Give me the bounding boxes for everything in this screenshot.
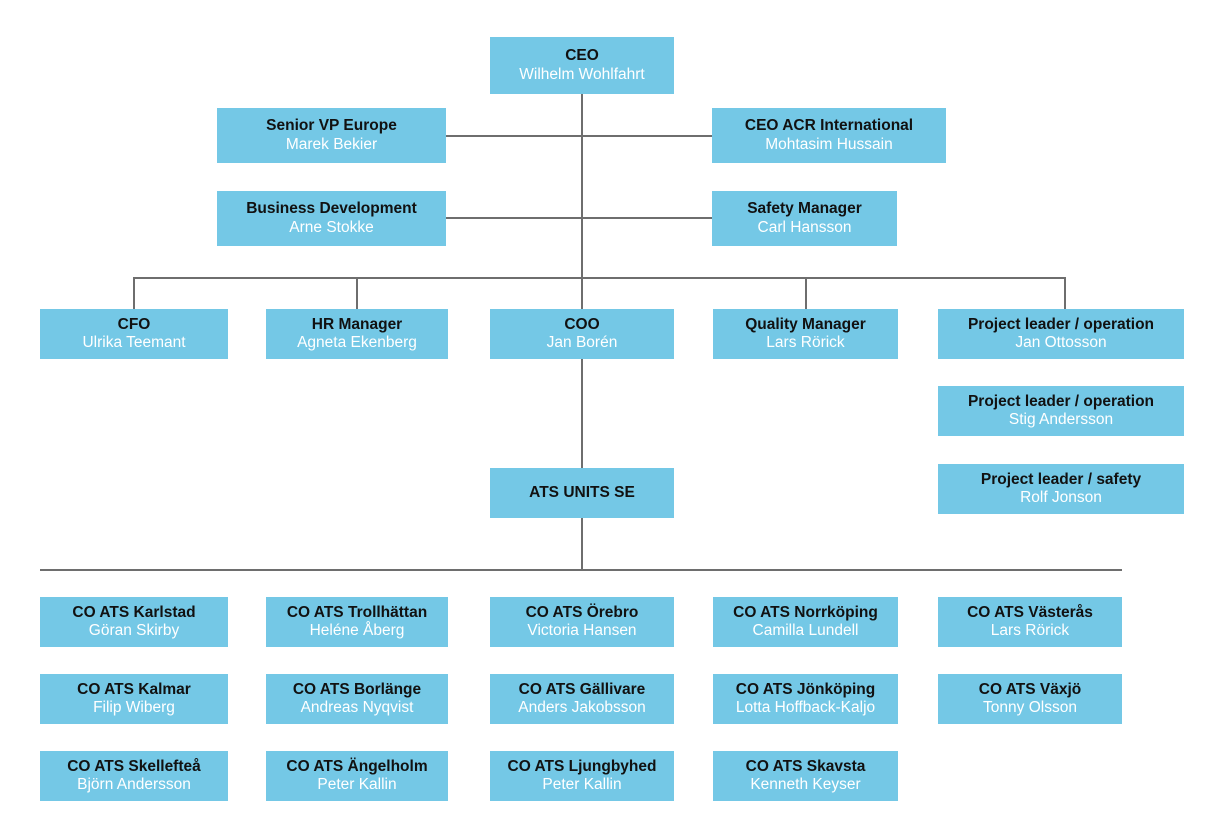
node-business-development[interactable]: Business Development Arne Stokke (217, 191, 446, 246)
node-title: Safety Manager (747, 200, 862, 218)
node-hr-manager[interactable]: HR Manager Agneta Ekenberg (266, 309, 448, 359)
node-safety-manager[interactable]: Safety Manager Carl Hansson (712, 191, 897, 246)
node-person: Peter Kallin (317, 776, 397, 793)
node-title: CO ATS Kalmar (77, 680, 191, 698)
node-person: Filip Wiberg (93, 699, 175, 716)
node-ceo-acr-international[interactable]: CEO ACR International Mohtasim Hussain (712, 108, 946, 163)
node-co-ats[interactable]: CO ATS Borlänge Andreas Nyqvist (266, 674, 448, 724)
node-person: Marek Bekier (285, 135, 378, 153)
node-title: CO ATS Örebro (525, 603, 639, 621)
node-co-ats[interactable]: CO ATS Gällivare Anders Jakobsson (490, 674, 674, 724)
node-title: CO ATS Växjö (978, 680, 1082, 698)
node-co-ats[interactable]: CO ATS Örebro Victoria Hansen (490, 597, 674, 647)
node-co-ats[interactable]: CO ATS Skellefteå Björn Andersson (40, 751, 228, 801)
node-ceo[interactable]: CEO Wilhelm Wohlfahrt (490, 37, 674, 94)
node-title: CO ATS Jönköping (735, 680, 876, 698)
connector-business-row (446, 217, 712, 219)
node-co-ats[interactable]: CO ATS Norrköping Camilla Lundell (713, 597, 898, 647)
node-title: CO ATS Trollhättan (286, 603, 428, 621)
node-coo[interactable]: COO Jan Borén (490, 309, 674, 359)
connector-drop-cfo (133, 277, 135, 309)
node-title: CO ATS Borlänge (292, 680, 422, 698)
node-senior-vp-europe[interactable]: Senior VP Europe Marek Bekier (217, 108, 446, 163)
connector-vp-row (446, 135, 712, 137)
node-person: Göran Skirby (88, 622, 180, 639)
node-co-ats[interactable]: CO ATS Ljungbyhed Peter Kallin (490, 751, 674, 801)
node-title: Quality Manager (745, 315, 866, 333)
node-title: CO ATS Norrköping (733, 603, 878, 621)
node-co-ats[interactable]: CO ATS Kalmar Filip Wiberg (40, 674, 228, 724)
node-person: Jan Borén (546, 334, 618, 351)
node-title: CEO ACR International (744, 117, 914, 135)
connector-drop-hr-manager (356, 277, 358, 309)
node-person: Arne Stokke (289, 218, 374, 236)
connector-drop-project-leader-operation (1064, 277, 1066, 309)
connector-management-bus (133, 277, 1065, 279)
node-title: CFO (117, 315, 151, 333)
node-title: Project leader / operation (967, 392, 1155, 410)
connector-drop-quality-manager (805, 277, 807, 309)
node-person: Ulrika Teemant (82, 334, 186, 351)
node-person: Carl Hansson (757, 218, 852, 236)
node-person: Lars Rörick (990, 622, 1070, 639)
node-co-ats[interactable]: CO ATS Växjö Tonny Olsson (938, 674, 1122, 724)
node-project-leader-safety[interactable]: Project leader / safety Rolf Jonson (938, 464, 1184, 514)
node-title: Business Development (246, 200, 417, 218)
node-person: Andreas Nyqvist (300, 699, 414, 716)
node-person: Heléne Åberg (309, 622, 405, 639)
node-title: CO ATS Ängelholm (286, 757, 428, 775)
node-title: Project leader / operation (967, 315, 1155, 333)
node-ats-units-se[interactable]: ATS UNITS SE (490, 468, 674, 518)
node-person: Lars Rörick (766, 334, 845, 351)
node-title: CO ATS Gällivare (518, 680, 646, 698)
node-person: Mohtasim Hussain (765, 135, 893, 153)
node-person: Anders Jakobsson (518, 699, 646, 716)
node-quality-manager[interactable]: Quality Manager Lars Rörick (713, 309, 898, 359)
node-co-ats[interactable]: CO ATS Skavsta Kenneth Keyser (713, 751, 898, 801)
node-title: ATS UNITS SE (529, 483, 635, 501)
node-title: CO ATS Skellefteå (67, 757, 201, 775)
node-project-leader-operation-2[interactable]: Project leader / operation Stig Andersso… (938, 386, 1184, 436)
node-project-leader-operation-1[interactable]: Project leader / operation Jan Ottosson (938, 309, 1184, 359)
node-person: Björn Andersson (77, 776, 191, 793)
node-cfo[interactable]: CFO Ulrika Teemant (40, 309, 228, 359)
connector-ats-units-bus (40, 569, 1122, 571)
node-person: Jan Ottosson (1015, 334, 1107, 351)
node-person: Wilhelm Wohlfahrt (519, 65, 645, 83)
node-title: CEO (565, 47, 599, 65)
node-co-ats[interactable]: CO ATS Västerås Lars Rörick (938, 597, 1122, 647)
node-title: HR Manager (311, 315, 403, 333)
node-person: Stig Andersson (1008, 411, 1114, 428)
node-title: Senior VP Europe (266, 117, 397, 135)
node-title: CO ATS Västerås (967, 603, 1093, 621)
node-person: Peter Kallin (542, 776, 622, 793)
node-title: Project leader / safety (980, 470, 1142, 488)
node-person: Tonny Olsson (983, 699, 1077, 716)
node-co-ats[interactable]: CO ATS Karlstad Göran Skirby (40, 597, 228, 647)
node-person: Kenneth Keyser (750, 776, 861, 793)
node-title: CO ATS Karlstad (72, 603, 196, 621)
node-person: Rolf Jonson (1020, 489, 1102, 506)
node-co-ats[interactable]: CO ATS Jönköping Lotta Hoffback-Kaljo (713, 674, 898, 724)
node-co-ats[interactable]: CO ATS Trollhättan Heléne Åberg (266, 597, 448, 647)
node-person: Lotta Hoffback-Kaljo (735, 699, 876, 716)
node-person: Victoria Hansen (527, 622, 637, 639)
node-person: Camilla Lundell (752, 622, 859, 639)
node-title: COO (564, 315, 600, 333)
node-title: CO ATS Skavsta (745, 757, 866, 775)
node-title: CO ATS Ljungbyhed (507, 757, 657, 775)
node-co-ats[interactable]: CO ATS Ängelholm Peter Kallin (266, 751, 448, 801)
node-person: Agneta Ekenberg (297, 334, 417, 351)
